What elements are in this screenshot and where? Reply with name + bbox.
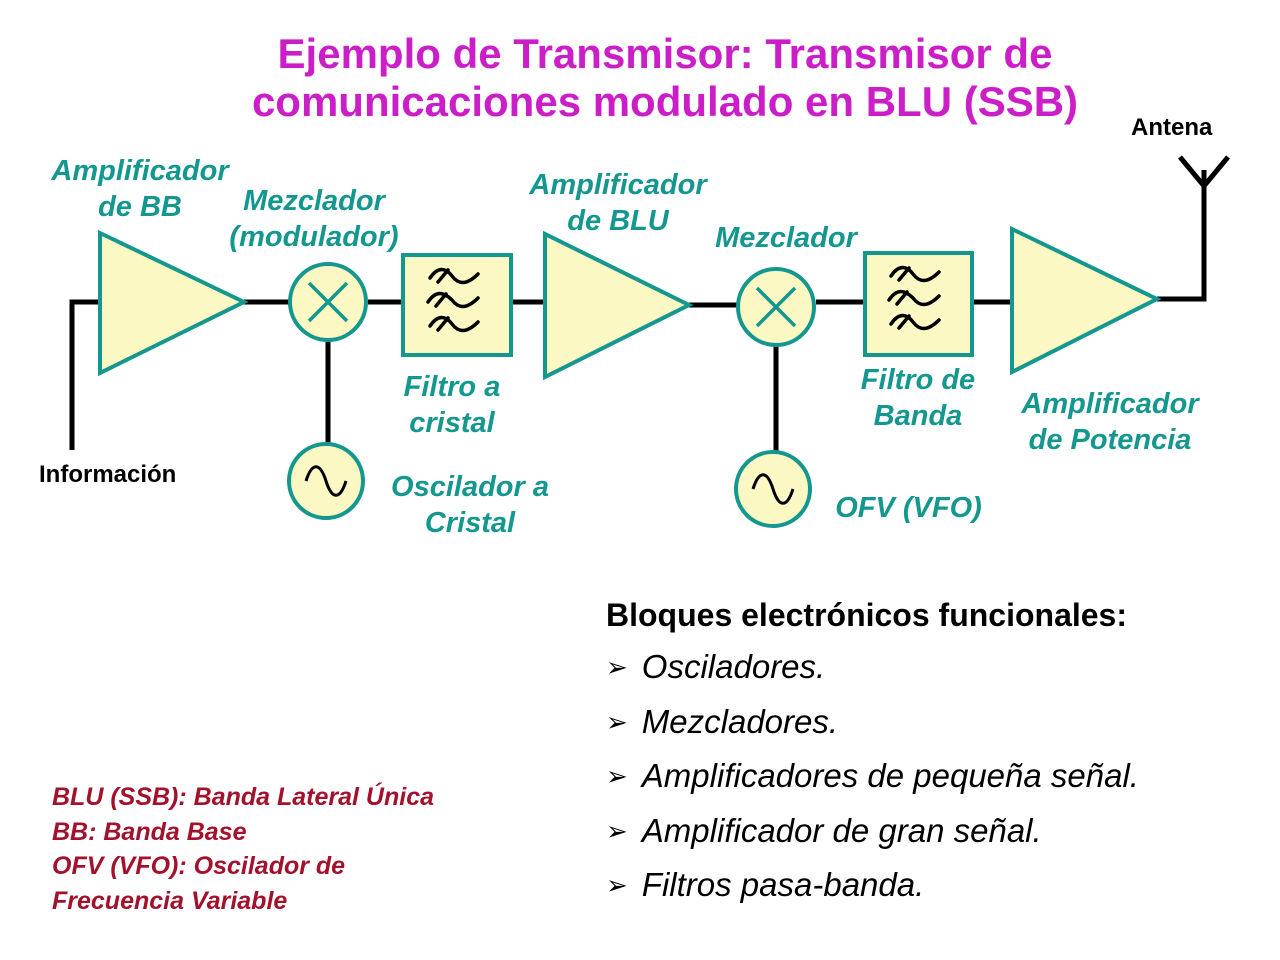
- arrow-bullet-icon: ➢: [606, 815, 628, 846]
- legend-line: OFV (VFO): Oscilador de: [52, 852, 346, 880]
- functional-blocks: Bloques electrónicos funcionales: ➢Oscil…: [606, 590, 1139, 913]
- list-item: ➢Amplificador de gran señal.: [606, 804, 1139, 859]
- label-informacion: Información: [39, 461, 177, 488]
- vfo-oscillator-icon: [734, 450, 812, 528]
- amp-blu-icon: [543, 230, 694, 381]
- title-line-2: comunicaciones modulado en BLU (SSB): [251, 78, 1079, 125]
- list-item: ➢Osciladores.: [606, 640, 1139, 695]
- mixer-icon: [736, 267, 816, 347]
- page-title: Ejemplo de Transmisor: Transmisor de com…: [160, 30, 1170, 126]
- label-filtro-banda: Filtro de Banda: [860, 364, 976, 432]
- legend-line: BB: Banda Base: [52, 817, 247, 846]
- arrow-bullet-icon: ➢: [606, 652, 628, 682]
- label-filtro-cristal: Filtro a cristal: [403, 371, 501, 439]
- label-amp-bb: Amplificador de BB: [51, 155, 229, 223]
- label-mezclador: Mezclador: [715, 222, 857, 254]
- legend-line: Frecuencia Variable: [52, 886, 288, 915]
- functional-blocks-list: ➢Osciladores. ➢Mezcladores. ➢Amplificado…: [606, 640, 1139, 913]
- label-oscilador-cristal: Oscilador a Cristal: [391, 471, 549, 539]
- label-mezclador-modulador: Mezclador (modulador): [229, 185, 399, 253]
- label-ofv: OFV (VFO): [835, 492, 982, 524]
- antenna-icon: [1178, 155, 1230, 188]
- abbreviation-legend: BLU (SSB): Banda Lateral Única BB: Banda…: [52, 780, 434, 918]
- crystal-oscillator-icon: [287, 442, 365, 520]
- title-line-1: Ejemplo de Transmisor: Transmisor de: [277, 30, 1053, 77]
- label-amp-potencia: Amplificador de Potencia: [1021, 388, 1199, 456]
- bandpass-filter-icon: [863, 251, 974, 357]
- legend-line: BLU (SSB): Banda Lateral Única: [52, 783, 435, 811]
- arrow-bullet-icon: ➢: [606, 706, 628, 737]
- functional-blocks-heading: Bloques electrónicos funcionales:: [606, 597, 1127, 633]
- mixer-modulator-icon: [288, 262, 368, 342]
- crystal-filter-icon: [401, 253, 513, 357]
- label-amp-blu: Amplificador de BLU: [529, 169, 707, 237]
- signal-wires: [69, 178, 1207, 452]
- arrow-bullet-icon: ➢: [606, 761, 628, 791]
- label-antena: Antena: [1131, 114, 1213, 141]
- list-item: ➢Mezcladores.: [606, 695, 1139, 750]
- amp-bb-icon: [98, 229, 249, 377]
- list-item: ➢Filtros pasa-banda.: [606, 858, 1139, 913]
- amp-potencia-icon: [1010, 225, 1162, 376]
- list-item: ➢Amplificadores de pequeña señal.: [606, 749, 1139, 804]
- arrow-bullet-icon: ➢: [606, 870, 628, 900]
